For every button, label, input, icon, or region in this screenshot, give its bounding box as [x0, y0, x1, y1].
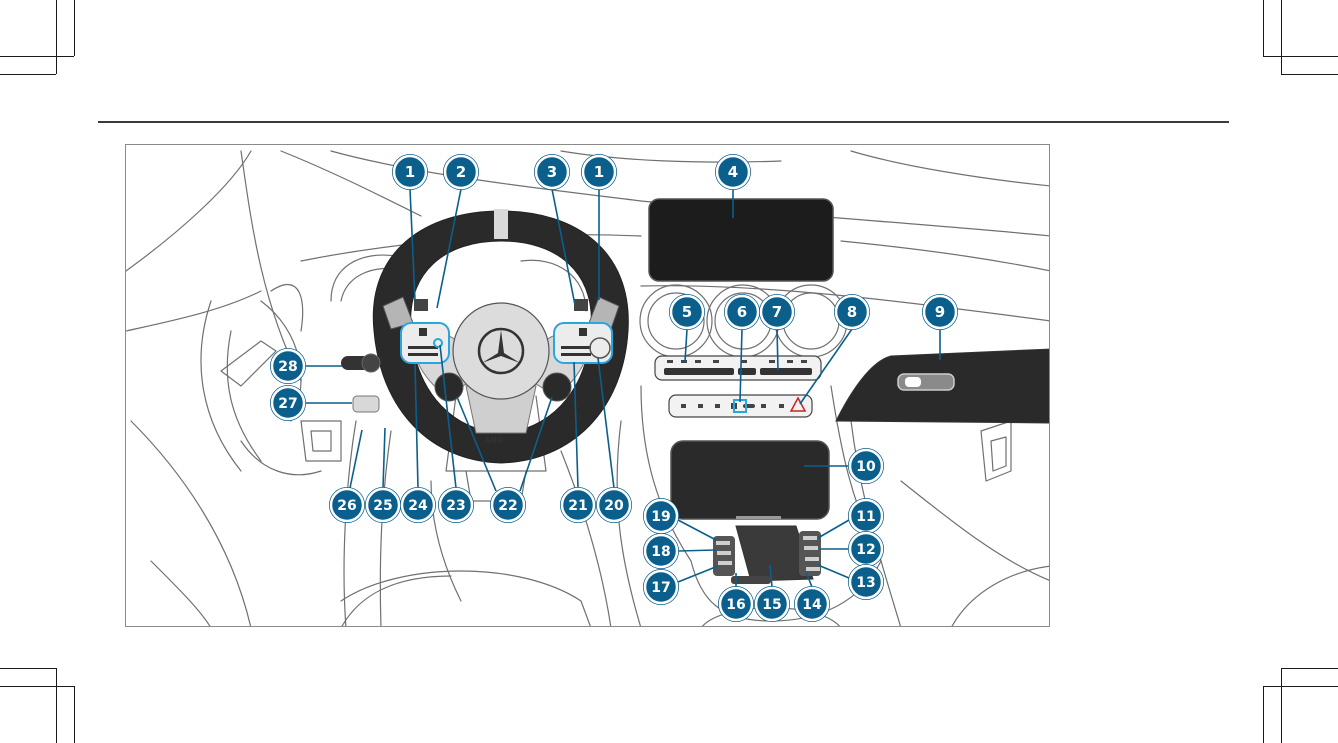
callout-number: 7: [772, 303, 782, 321]
leader-lines: [305, 189, 940, 587]
callout-number: 8: [847, 303, 857, 321]
leader-line-c22: [520, 397, 552, 491]
callout-c17: 17: [644, 570, 679, 605]
callout-number: 16: [726, 597, 745, 613]
callout-number: 6: [737, 303, 747, 321]
callout-c25: 25: [366, 488, 401, 523]
callout-number: 9: [935, 303, 945, 321]
callout-c7: 7: [760, 295, 795, 330]
leader-line-c18: [678, 550, 716, 551]
callout-number: 20: [604, 498, 624, 514]
callout-number: 27: [278, 396, 297, 412]
callout-number: 14: [802, 597, 822, 613]
callout-number: 24: [408, 498, 428, 514]
leader-line-c2: [437, 189, 461, 308]
leader-line-c25: [383, 428, 385, 488]
callout-number: 25: [373, 498, 392, 514]
leader-line-c15: [770, 565, 772, 587]
callout-c12: 12: [849, 532, 884, 567]
callout-c15: 15: [755, 587, 790, 622]
callout-c20: 20: [597, 488, 632, 523]
leader-line-c24: [415, 364, 418, 488]
callout-number: 22: [498, 498, 517, 514]
callout-c10: 10: [849, 449, 884, 484]
callout-number: 23: [446, 498, 465, 514]
callout-c28: 28: [271, 349, 306, 384]
callout-number: 2: [456, 163, 466, 181]
leader-line-c5: [685, 329, 687, 362]
leader-line-c1a: [410, 189, 415, 300]
callout-number: 1: [594, 163, 604, 181]
callout-number: 3: [547, 163, 557, 181]
callout-number: 18: [651, 544, 670, 560]
callout-c27: 27: [271, 386, 306, 421]
leader-line-c22: [457, 397, 496, 491]
leader-line-c17: [678, 566, 718, 582]
leader-line-c23: [440, 345, 456, 488]
callout-c5: 5: [670, 295, 705, 330]
callout-c1a: 1: [393, 155, 428, 190]
callout-number: 1: [405, 163, 415, 181]
leader-line-c13: [818, 565, 849, 578]
callout-c4: 4: [716, 155, 751, 190]
leader-line-c21: [574, 362, 578, 488]
callout-number: 4: [728, 163, 738, 181]
callout-number: 26: [337, 498, 356, 514]
callout-c13: 13: [849, 565, 884, 600]
callout-c21: 21: [561, 488, 596, 523]
callout-c26: 26: [330, 488, 365, 523]
callout-c8: 8: [835, 295, 870, 330]
leader-line-c26: [350, 430, 362, 488]
callout-number: 15: [762, 597, 781, 613]
leader-line-c6: [740, 329, 742, 402]
leader-line-c7: [777, 329, 778, 370]
callout-c24: 24: [401, 488, 436, 523]
callout-c11: 11: [849, 499, 884, 534]
callout-c14: 14: [795, 587, 830, 622]
leader-line-c19: [678, 520, 716, 540]
callout-number: 28: [278, 359, 297, 375]
callout-number: 12: [856, 542, 875, 558]
callout-number: 10: [856, 459, 876, 475]
callout-c2: 2: [444, 155, 479, 190]
callout-c3: 3: [535, 155, 570, 190]
callout-number: 11: [856, 509, 875, 525]
callout-c16: 16: [719, 587, 754, 622]
callout-c23: 23: [439, 488, 474, 523]
callout-c6: 6: [725, 295, 760, 330]
leader-line-c8: [800, 329, 852, 404]
leader-line-c11: [818, 520, 849, 538]
callout-c9: 9: [923, 295, 958, 330]
callout-number: 19: [651, 509, 670, 525]
callout-number: 13: [856, 575, 875, 591]
callout-number: 5: [682, 303, 692, 321]
leader-line-c20: [598, 358, 614, 488]
leader-line-c3: [552, 189, 575, 305]
callout-number: 21: [568, 498, 587, 514]
callout-c22: 22: [491, 488, 526, 523]
callout-c1b: 1: [582, 155, 617, 190]
leader-line-c14: [806, 572, 812, 587]
callout-number: 17: [651, 580, 670, 596]
callout-c18: 18: [644, 534, 679, 569]
callout-c19: 19: [644, 499, 679, 534]
